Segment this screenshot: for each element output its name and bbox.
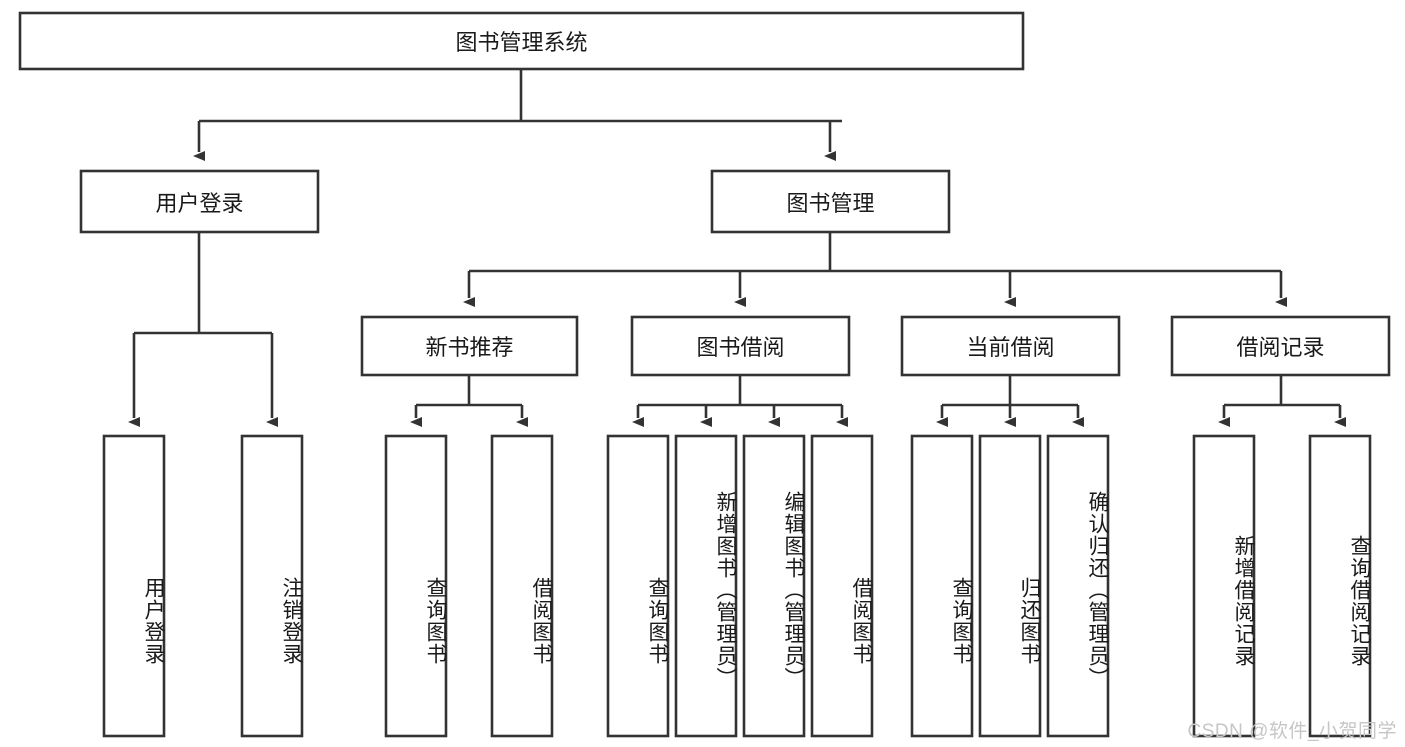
node-box-book-management[interactable]: [710, 169, 951, 234]
node-box-root[interactable]: [18, 11, 1025, 71]
node-box-leaf-query-book-1[interactable]: [384, 434, 448, 738]
node-box-leaf-confirm-return[interactable]: [1046, 434, 1110, 738]
node-box-user-login[interactable]: [79, 169, 320, 234]
node-box-new-book-recommend[interactable]: [360, 315, 579, 377]
node-box-book-borrow[interactable]: [630, 315, 851, 377]
csdn-watermark: CSDN @软件_小贺同学: [1187, 721, 1397, 742]
node-box-leaf-user-login[interactable]: [102, 434, 166, 738]
node-box-leaf-borrow-book-1[interactable]: [490, 434, 554, 738]
node-box-leaf-add-borrow-record[interactable]: [1192, 434, 1256, 738]
node-box-leaf-logout-login[interactable]: [240, 434, 304, 738]
node-box-leaf-query-book-3[interactable]: [910, 434, 974, 738]
node-box-leaf-query-book-2[interactable]: [606, 434, 670, 738]
node-box-leaf-return-book[interactable]: [978, 434, 1042, 738]
node-box-leaf-query-borrow-record[interactable]: [1308, 434, 1372, 738]
node-box-current-borrow[interactable]: [900, 315, 1121, 377]
connector-group: [128, 68, 1346, 427]
node-box-leaf-borrow-book-2[interactable]: [810, 434, 874, 738]
node-box-leaf-edit-book[interactable]: [742, 434, 806, 738]
node-box-borrow-record[interactable]: [1170, 315, 1391, 377]
node-box-leaf-add-book[interactable]: [674, 434, 738, 738]
